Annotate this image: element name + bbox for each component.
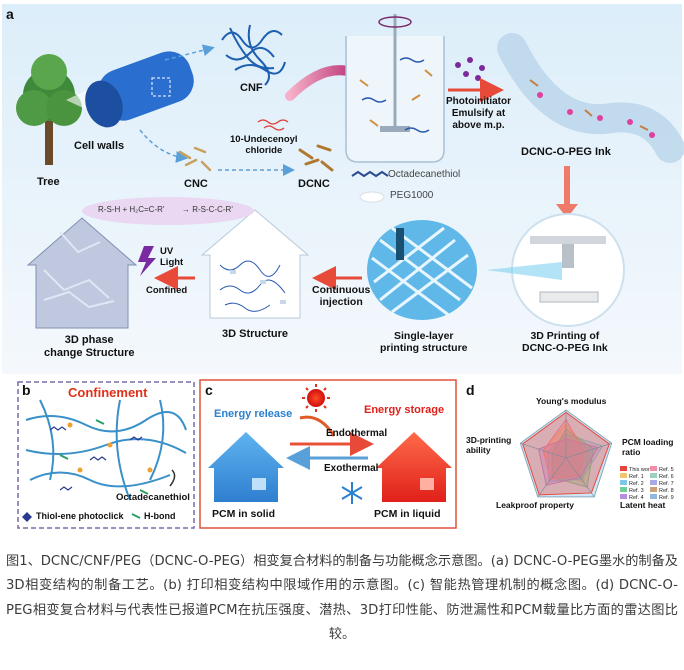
label-reagent: 10-Undecenoyl chloride xyxy=(230,134,298,156)
label-single-layer: Single-layer printing structure xyxy=(380,330,468,354)
reaction-left: R-S-H + H₂C=C-R' xyxy=(98,205,165,214)
legend-label: This work xyxy=(629,467,653,473)
figure-caption: 图1、DCNC/CNF/PEG（DCNC-O-PEG）相变复合材料的制备与功能概… xyxy=(6,554,678,643)
label-octadecanethiol: Octadecanethiol xyxy=(388,169,461,180)
cell-wall-cylinder xyxy=(66,51,194,128)
radar-axis-pcm: PCM loading ratio xyxy=(622,437,674,457)
photoinitiator-dots xyxy=(455,57,485,81)
label-peg1000: PEG1000 xyxy=(390,190,434,201)
label-confined: Confined xyxy=(146,285,188,296)
legend-label: Ref. 6 xyxy=(659,474,674,480)
label-cell-walls: Cell walls xyxy=(74,140,125,152)
label-ink: DCNC-O-PEG Ink xyxy=(521,146,611,158)
panel-letter-c: c xyxy=(205,382,213,398)
radar-ref-shape xyxy=(542,418,585,480)
octadecanethiol-icon xyxy=(351,170,389,178)
legend-swatch xyxy=(620,487,627,492)
sun-icon xyxy=(302,384,330,412)
label-confinement: Confinement xyxy=(68,385,148,400)
legend-swatch xyxy=(620,494,627,499)
legend-swatch xyxy=(650,473,657,478)
label-process: Photoinitiator Emulsify at above m.p. xyxy=(446,96,511,131)
hbond-marker xyxy=(131,513,141,519)
legend-label: Ref. 5 xyxy=(659,467,674,473)
confinement-network xyxy=(25,399,187,501)
label-continuous: Continuous injection xyxy=(312,284,371,308)
radar-axis-3d: 3D-printing ability xyxy=(466,435,512,455)
panel-letter-a: a xyxy=(6,6,14,22)
radar-axis-leakproof: Leakproof property xyxy=(496,500,574,510)
legend-swatch xyxy=(650,480,657,485)
label-dcnc: DCNC xyxy=(298,178,330,190)
legend-hbond: H-bond xyxy=(144,511,176,521)
panel-letter-d: d xyxy=(466,382,475,398)
legend-swatch xyxy=(650,487,657,492)
legend-swatch xyxy=(620,473,627,478)
cold-house xyxy=(208,432,284,502)
panel-b-frame xyxy=(17,381,195,529)
label-printing: 3D Printing of DCNC-O-PEG Ink xyxy=(522,330,608,354)
reagent-molecule xyxy=(257,119,289,125)
legend-label: Ref. 1 xyxy=(629,474,644,480)
panel-letter-b: b xyxy=(22,382,31,398)
legend-swatch xyxy=(650,466,657,471)
radar-axis-young: Young's modulus xyxy=(536,396,607,406)
structure-3d-house xyxy=(200,209,310,319)
reaction-right: → R-S-C-C-R' xyxy=(182,205,233,214)
label-endothermal: Endothermal xyxy=(326,428,388,439)
peg1000-icon xyxy=(359,191,385,203)
label-uv: UV Light xyxy=(160,246,184,268)
snowflake-icon xyxy=(341,482,363,504)
label-energy-release: Energy release xyxy=(214,408,293,420)
label-phase-change: 3D phase change Structure xyxy=(44,334,135,359)
label-energy-storage: Energy storage xyxy=(364,404,445,416)
label-solid: PCM in solid xyxy=(212,508,275,520)
legend-label: Ref. 2 xyxy=(629,481,644,487)
legend-label: Ref. 7 xyxy=(659,481,674,487)
beaker xyxy=(345,14,445,163)
cnf-network xyxy=(221,24,286,86)
label-structure-3d: 3D Structure xyxy=(222,328,289,340)
legend-thiol-ene: Thiol-ene photoclick xyxy=(36,511,124,521)
radar-axis-line xyxy=(537,457,567,498)
radar-axis-line xyxy=(565,442,612,459)
legend-label: Ref. 4 xyxy=(629,495,644,501)
label-cnc: CNC xyxy=(184,178,208,190)
radar-chart xyxy=(519,409,613,498)
legend-label: Ref. 3 xyxy=(629,488,644,494)
legend-swatch xyxy=(650,494,657,499)
label-cnf: CNF xyxy=(240,82,263,94)
phase-change-house xyxy=(26,217,138,329)
legend-label: Ref. 8 xyxy=(659,488,674,494)
label-b-octadecanethiol: Octadecanethiol xyxy=(116,492,190,503)
arrow-to-cnc xyxy=(139,129,188,163)
dcnc-rods xyxy=(298,144,334,172)
cnc-rods xyxy=(178,146,212,172)
single-layer-grid xyxy=(367,220,477,320)
uv-light-icon xyxy=(138,246,156,276)
label-liquid: PCM in liquid xyxy=(374,508,441,520)
thiol-ene-marker xyxy=(22,512,32,522)
hot-house xyxy=(376,432,452,502)
arrow-to-cnf xyxy=(164,44,215,61)
legend-swatch xyxy=(620,480,627,485)
radar-axis-line xyxy=(520,442,567,459)
label-tree: Tree xyxy=(37,176,60,188)
tree-illustration xyxy=(16,54,82,165)
ink-tube xyxy=(497,33,684,163)
legend-swatch xyxy=(620,466,627,471)
label-exothermal: Exothermal xyxy=(324,463,379,474)
printer-illustration xyxy=(486,213,625,327)
radar-axis-line xyxy=(565,457,595,498)
radar-axis-latent: Latent heat xyxy=(620,500,666,510)
reaction-banner xyxy=(82,197,254,225)
legend-label: Ref. 9 xyxy=(659,495,674,501)
pointer-arrow xyxy=(169,469,176,487)
endothermal-arrow xyxy=(299,415,336,437)
